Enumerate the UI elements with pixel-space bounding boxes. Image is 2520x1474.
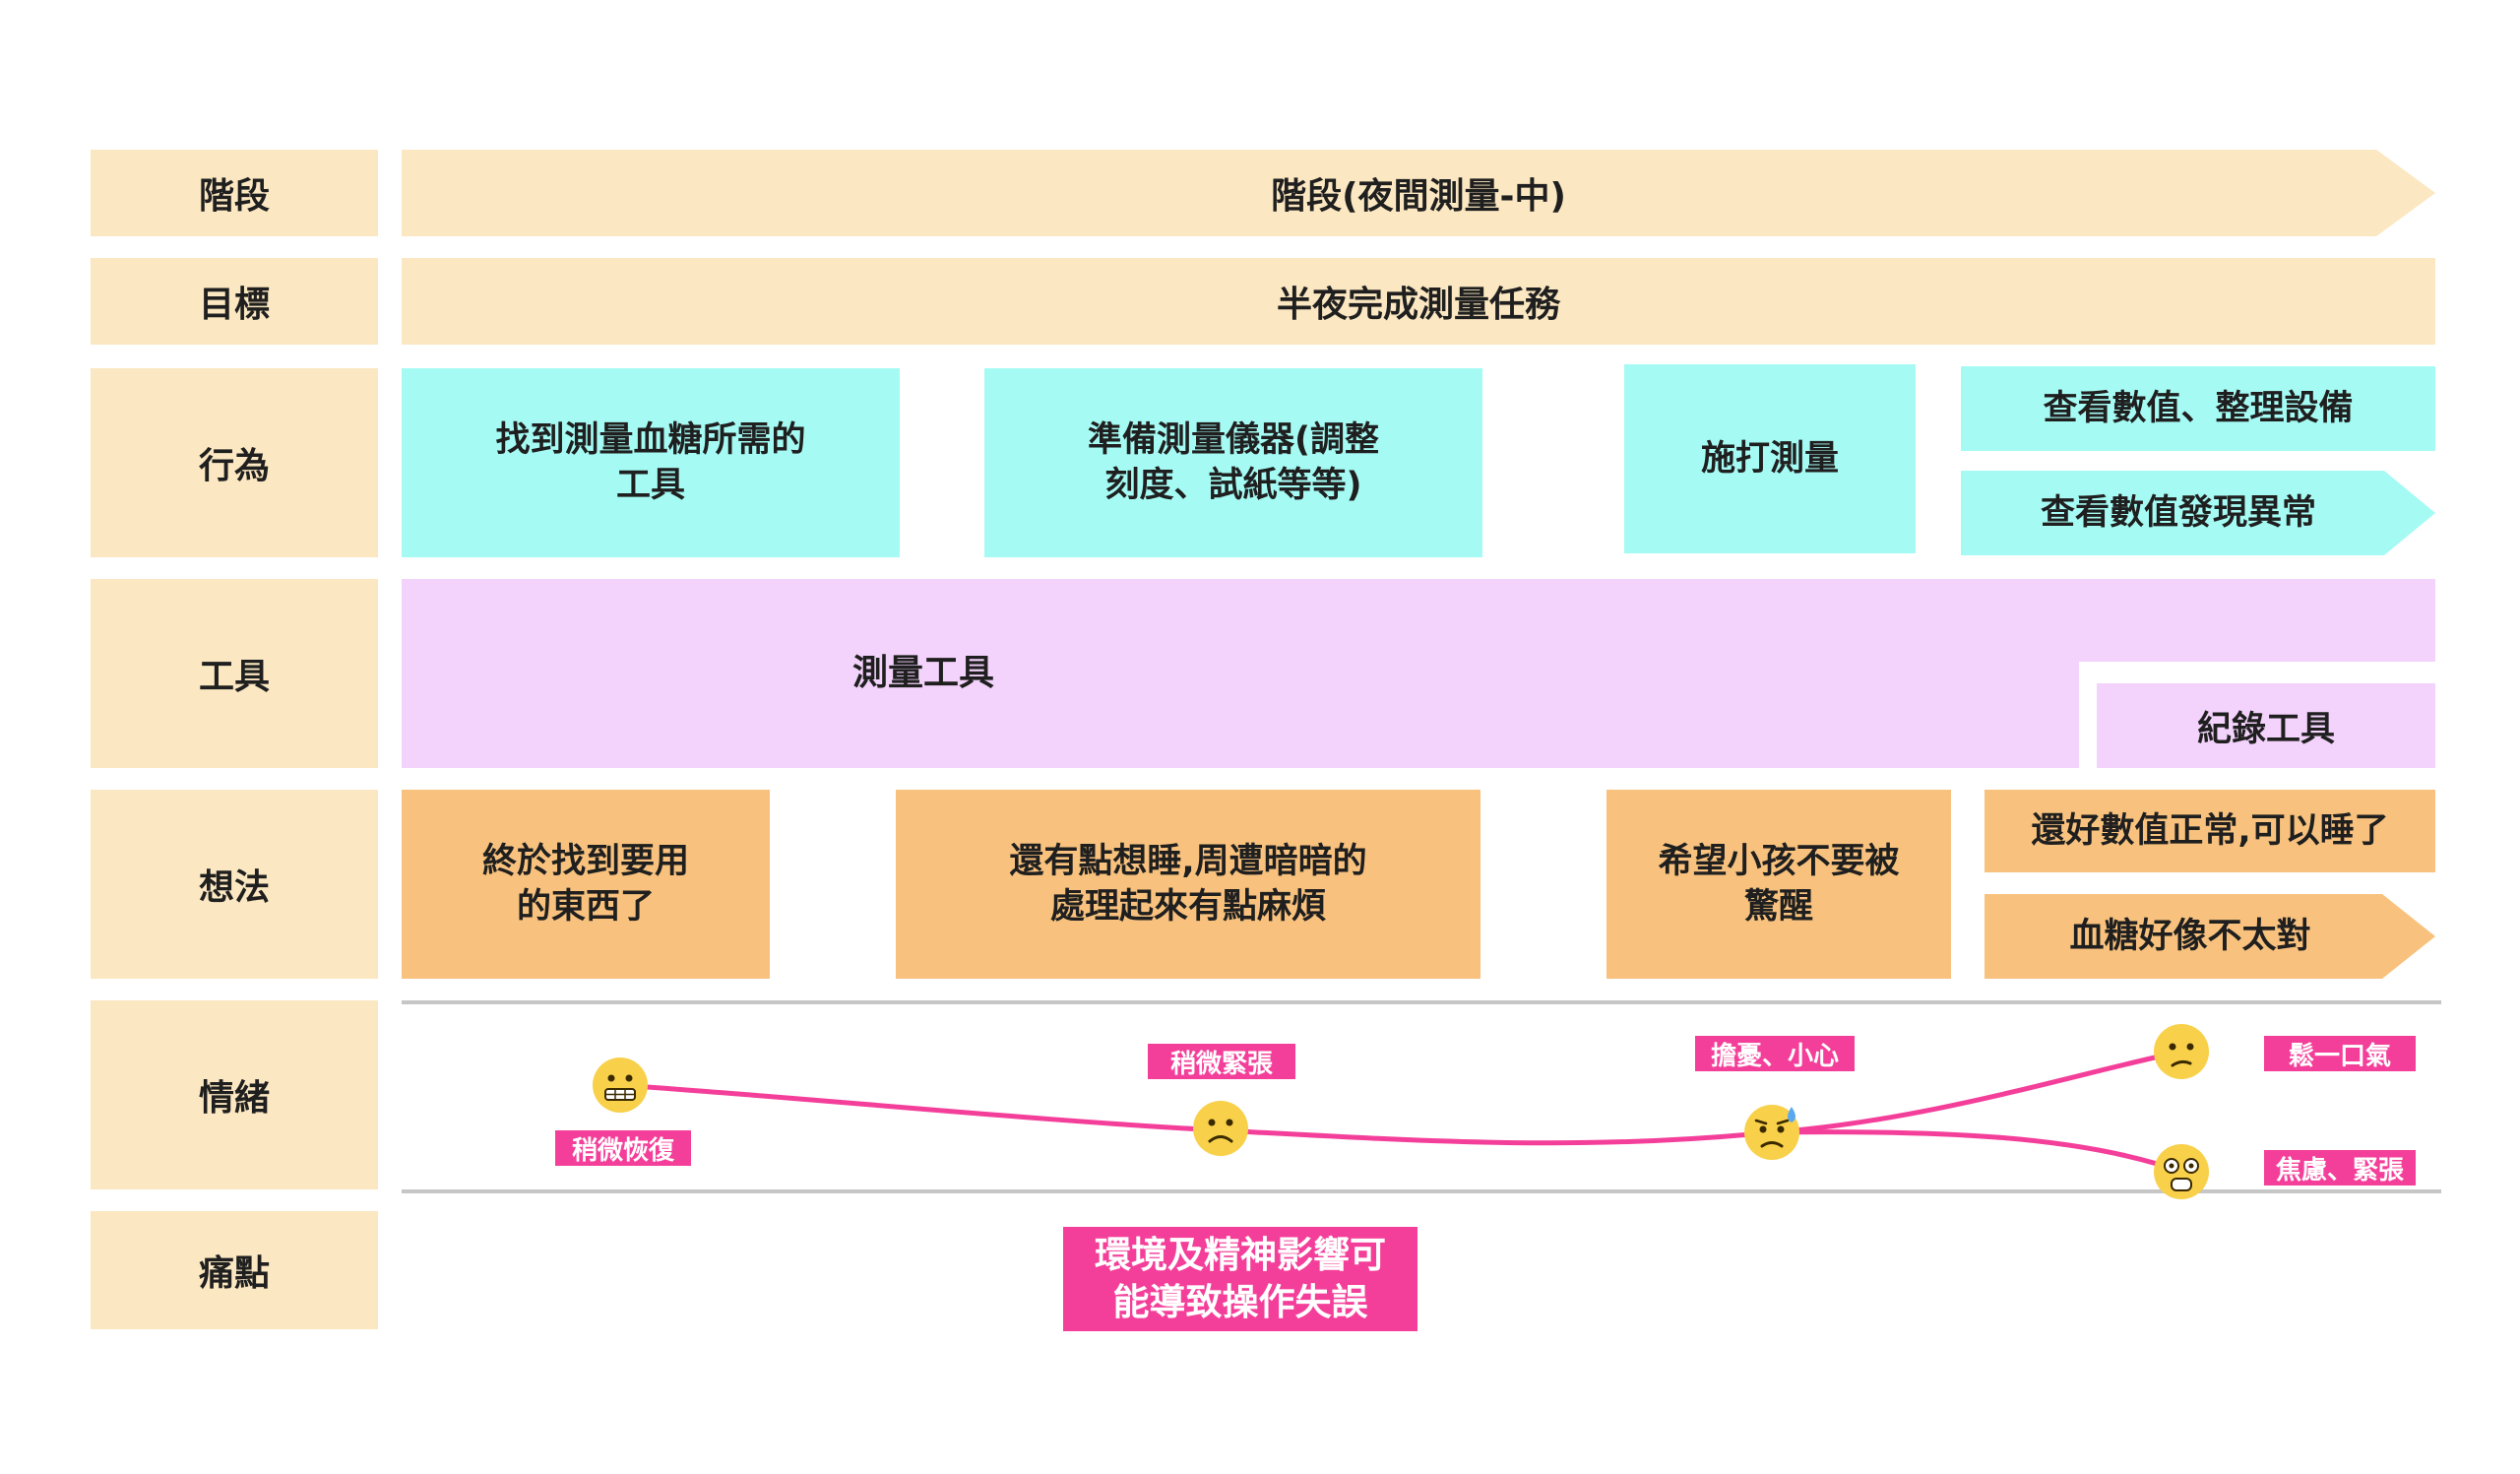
emotion-tag: 稍微緊張 bbox=[1148, 1044, 1295, 1079]
behavior-card: 查看數值、整理設備 bbox=[1961, 366, 2435, 451]
behavior-text: 準備測量儀器(調整 刻度、試紙等等) bbox=[1088, 420, 1379, 505]
behavior-text: 找到測量血糖所需的 工具 bbox=[495, 420, 806, 505]
thought-card: 終於找到要用 的東西了 bbox=[402, 790, 770, 979]
emotion-tag-text: 擔憂、小心 bbox=[1710, 1041, 1839, 1071]
tool-measure-text: 測量工具 bbox=[851, 653, 994, 693]
emotion-tag: 鬆一口氣 bbox=[2264, 1036, 2416, 1071]
emotion-tag-text: 稍微緊張 bbox=[1169, 1049, 1273, 1079]
emotion-curve-main bbox=[619, 1049, 2182, 1146]
pain-point-card: 環境及精神影響可 能導致操作失誤 bbox=[1063, 1227, 1418, 1331]
row-label-goal-text: 目標 bbox=[198, 285, 270, 325]
behavior-card: 找到測量血糖所需的 工具 bbox=[402, 368, 900, 557]
pain-point-text: 環境及精神影響可 能導致操作失誤 bbox=[1095, 1234, 1386, 1323]
tool-record-card: 紀錄工具 bbox=[2097, 683, 2435, 768]
tool-record-text: 紀錄工具 bbox=[2196, 709, 2335, 749]
row-label-pain-point-text: 痛點 bbox=[198, 1253, 270, 1294]
thought-card: 還好數值正常,可以睡了 bbox=[1984, 790, 2435, 872]
frowning-face-icon bbox=[1193, 1101, 1248, 1156]
row-label-emotion-text: 情緒 bbox=[198, 1078, 270, 1119]
behavior-card: 準備測量儀器(調整 刻度、試紙等等) bbox=[984, 368, 1482, 557]
row-label-pain-point: 痛點 bbox=[91, 1211, 378, 1329]
emotion-tag: 擔憂、小心 bbox=[1695, 1036, 1855, 1071]
row-label-thoughts: 想法 bbox=[91, 790, 378, 979]
behavior-card: 施打測量 bbox=[1624, 364, 1916, 553]
row-label-stage: 階段 bbox=[91, 150, 378, 236]
row-label-behavior: 行為 bbox=[91, 368, 378, 557]
emotion-tag-text: 焦慮、緊張 bbox=[2275, 1155, 2404, 1186]
thought-text: 還有點想睡,周遭暗暗的 處理起來有點麻煩 bbox=[1009, 842, 1367, 927]
stage-arrow: 階段(夜間測量-中) bbox=[402, 150, 2435, 236]
behavior-text: 施打測量 bbox=[1700, 439, 1839, 479]
row-label-tools: 工具 bbox=[91, 579, 378, 768]
goal-text: 半夜完成測量任務 bbox=[1276, 285, 1560, 325]
worried-face-icon bbox=[2154, 1024, 2209, 1079]
shocked-face-icon bbox=[2154, 1144, 2209, 1199]
thought-arrow: 血糖好像不太對 bbox=[1984, 894, 2435, 979]
thought-text: 希望小孩不要被 驚醒 bbox=[1658, 842, 1900, 927]
emotion-tag: 稍微恢復 bbox=[555, 1130, 691, 1166]
behavior-text: 查看數值發現異常 bbox=[2040, 493, 2316, 533]
emotion-tag-text: 稍微恢復 bbox=[571, 1135, 674, 1166]
row-label-emotion: 情緒 bbox=[91, 1000, 378, 1189]
emotion-tag: 焦慮、緊張 bbox=[2264, 1150, 2416, 1186]
thought-card: 希望小孩不要被 驚醒 bbox=[1606, 790, 1951, 979]
row-label-goal: 目標 bbox=[91, 258, 378, 345]
emotion-tag-text: 鬆一口氣 bbox=[2288, 1041, 2391, 1071]
behavior-arrow: 查看數值發現異常 bbox=[1961, 471, 2435, 555]
tool-measure-label: 測量工具 bbox=[402, 630, 1445, 709]
thought-text: 還好數值正常,可以睡了 bbox=[2031, 811, 2389, 851]
thought-text: 終於找到要用 的東西了 bbox=[481, 842, 689, 927]
stage-text: 階段(夜間測量-中) bbox=[1271, 176, 1566, 217]
row-label-thoughts-text: 想法 bbox=[198, 867, 270, 908]
emotion-curve-branch bbox=[1771, 1129, 2182, 1175]
goal-bar: 半夜完成測量任務 bbox=[402, 258, 2435, 345]
row-label-behavior-text: 行為 bbox=[198, 446, 270, 486]
sweat-face-icon bbox=[1744, 1105, 1799, 1160]
behavior-text: 查看數值、整理設備 bbox=[2043, 389, 2354, 428]
row-label-tools-text: 工具 bbox=[198, 657, 270, 697]
thought-text: 血糖好像不太對 bbox=[2069, 917, 2311, 956]
grimacing-face-icon bbox=[593, 1057, 648, 1113]
thought-card: 還有點想睡,周遭暗暗的 處理起來有點麻煩 bbox=[896, 790, 1480, 979]
row-label-stage-text: 階段 bbox=[198, 176, 270, 217]
